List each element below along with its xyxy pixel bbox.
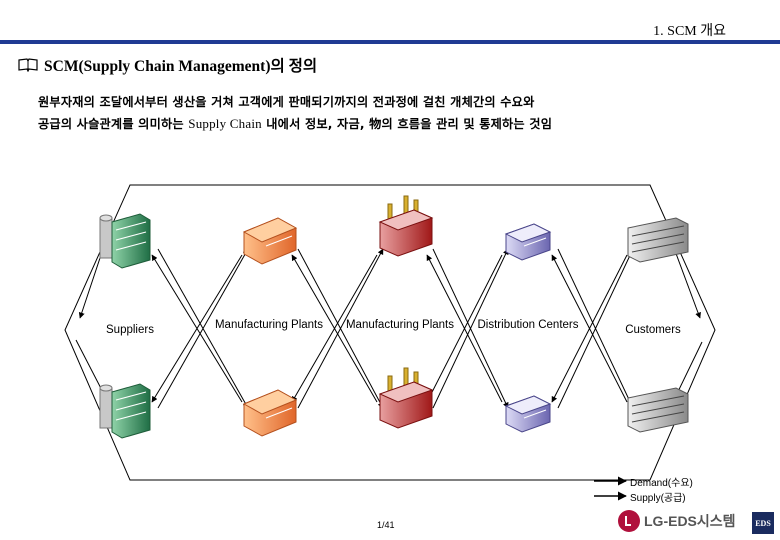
page-header-title: 1. SCM 개요 <box>653 24 726 39</box>
supplier-building-icon <box>99 213 151 269</box>
legend-supply-label: Supply(공급) <box>630 493 686 504</box>
stage-label-manufacturing-1: Manufacturing Plants <box>214 319 324 331</box>
distribution-center-icon <box>504 395 552 433</box>
demand-arrow <box>426 254 503 403</box>
book-icon <box>18 58 38 72</box>
stage-label-customers: Customers <box>625 324 681 336</box>
supply-arrow <box>432 248 509 409</box>
lg-logo-icon <box>618 510 640 532</box>
demand-arrow <box>551 254 628 403</box>
flow-arrows <box>75 221 703 409</box>
demand-arrow <box>291 254 378 403</box>
factory-icon <box>242 217 298 265</box>
supply-arrow <box>297 248 384 409</box>
logo-text: LG-EDS시스템 <box>644 513 736 529</box>
supply-arrow <box>557 248 634 409</box>
chain-boundary <box>64 184 716 481</box>
definition-line-1: 원부자재의 조달에서부터 생산을 거쳐 고객에게 판매되기까지의 전과정에 걸친… <box>38 95 535 109</box>
legend-demand-label: Demand(수요) <box>630 478 693 489</box>
section-title: SCM(Supply Chain Management)의 정의 <box>44 58 318 75</box>
smokestack-factory-icon <box>378 367 434 429</box>
supplier-building-icon <box>99 383 151 439</box>
definition-line-2: 공급의 사슬관계를 의미하는 Supply Chain 내에서 정보, 자금, … <box>38 116 553 131</box>
stage-label-manufacturing-2: Manufacturing Plants <box>345 319 455 331</box>
section-heading: SCM(Supply Chain Management)의 정의 <box>18 54 317 76</box>
factory-icon <box>242 389 298 437</box>
customer-building-icon <box>627 217 689 263</box>
definition-text: 원부자재의 조달에서부터 생산을 거쳐 고객에게 판매되기까지의 전과정에 걸친… <box>38 92 738 135</box>
stage-label-suppliers: Suppliers <box>106 324 154 336</box>
company-logo: LG-EDS시스템 <box>618 510 736 532</box>
supply-arrow <box>157 248 249 409</box>
page-number: 1/41 <box>377 520 395 530</box>
eds-badge: EDS <box>752 512 774 534</box>
header-rule <box>0 40 780 44</box>
distribution-center-icon <box>504 223 552 261</box>
smokestack-factory-icon <box>378 195 434 257</box>
stage-label-distribution: Distribution Centers <box>477 319 579 331</box>
demand-arrow <box>151 254 243 403</box>
customer-building-icon <box>627 387 689 433</box>
